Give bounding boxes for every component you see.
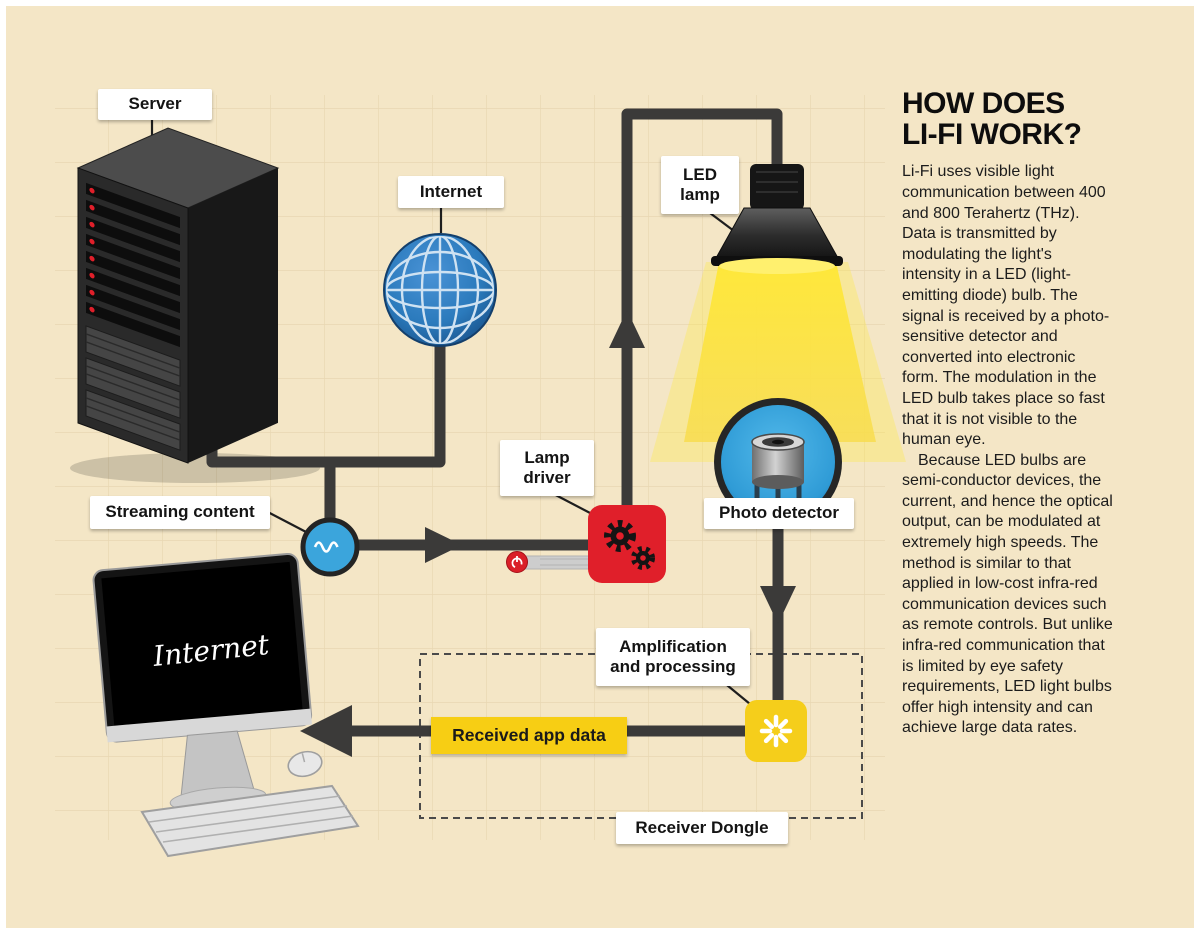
server-drive-bays (86, 182, 180, 348)
lamp-driver-label: Lamp driver (500, 440, 594, 496)
article-column: HOW DOES LI-FI WORK? Li-Fi uses visible … (902, 88, 1114, 739)
arrow-right-icon (425, 527, 462, 563)
diagram-illustration (55, 95, 906, 858)
mouse-icon (287, 750, 323, 778)
led-lamp-label: LED lamp (661, 156, 739, 214)
received-app-data-box: Received app data (431, 717, 627, 754)
receiver-dongle-label: Receiver Dongle (616, 812, 788, 844)
article-paragraph-2: Because LED bulbs are semi-conductor dev… (902, 451, 1113, 737)
streaming-node (300, 517, 360, 577)
arrow-up-icon (609, 310, 645, 348)
streaming-content-label: Streaming content (90, 496, 270, 529)
photo-detector-icon (714, 398, 842, 526)
internet-globe-icon (383, 233, 497, 347)
server-icon (76, 127, 280, 464)
server-grille (85, 325, 181, 451)
waveform-icon (313, 541, 339, 553)
gear-icon (604, 520, 655, 570)
lamp-driver-box (588, 505, 666, 583)
arrow-down-icon (760, 586, 796, 624)
keyboard-icon (140, 784, 360, 858)
arrow-left-icon (300, 705, 352, 757)
led-lamp-icon (711, 164, 843, 274)
photo-detector-label: Photo detector (704, 498, 854, 529)
amplifier-box (745, 700, 807, 762)
flow-arrowheads (300, 310, 796, 757)
light-cone (650, 262, 906, 462)
article-paragraph-1: Li-Fi uses visible light communication b… (902, 163, 1110, 449)
spinner-icon (759, 714, 793, 748)
dimmer-remote (506, 551, 605, 573)
amplification-label: Amplification and processing (596, 628, 750, 686)
infographic-canvas: Server Internet LED lamp Lamp driver Str… (6, 6, 1194, 928)
article-title: HOW DOES LI-FI WORK? (902, 87, 1082, 152)
power-icon (506, 551, 528, 573)
internet-label: Internet (398, 176, 504, 208)
server-label: Server (98, 89, 212, 120)
